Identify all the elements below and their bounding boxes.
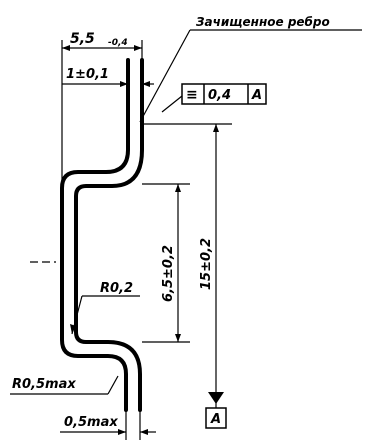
- dim-width-overall: 5,5: [70, 31, 95, 47]
- datum-box: A: [205, 407, 227, 429]
- dim-wall-thickness: 1±0,1: [66, 67, 109, 82]
- arrowheads: [62, 45, 224, 435]
- dim-width-overall-tol: -0,4: [108, 38, 128, 48]
- dim-outer-radius: R0,5max: [12, 377, 76, 392]
- tolerance-symbol: ≡: [186, 87, 198, 103]
- profile-outline: [60, 58, 144, 412]
- dim-bottom-offset: 0,5max: [64, 415, 118, 430]
- dim-total-height: 15±0,2: [199, 238, 214, 290]
- tolerance-datum: A: [251, 88, 262, 103]
- datum-label: A: [210, 412, 221, 427]
- dim-inner-height: 6,5±0,2: [161, 245, 176, 302]
- edge-note-label: Зачищенное ребро: [196, 15, 330, 29]
- dim-inner-radius: R0,2: [100, 281, 133, 296]
- tolerance-frame: ≡ 0,4 A: [181, 83, 267, 105]
- tolerance-value: 0,4: [208, 88, 231, 103]
